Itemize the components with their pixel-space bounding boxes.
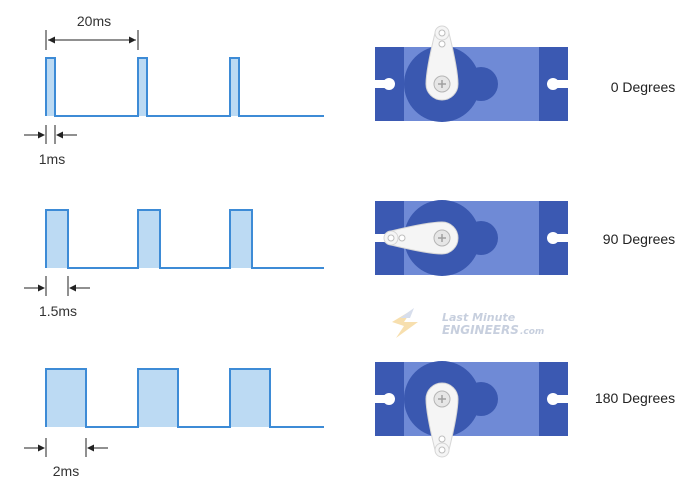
pulse-fill [230, 58, 239, 116]
waveform-1ms [45, 57, 324, 117]
position-label: 90 Degrees [603, 231, 675, 247]
watermark-suffix: .com [520, 327, 544, 337]
position-label: 0 Degrees [611, 79, 676, 95]
pulse-width-label: 1.5ms [39, 303, 77, 319]
pulse-fill [46, 369, 86, 427]
pulse-fill [230, 369, 270, 427]
servo-90-degrees: 90 Degrees [375, 200, 675, 276]
pwm-signal-line [45, 209, 324, 269]
pulse-width-label: 2ms [53, 463, 79, 479]
pulse-width-dimension-2ms: 2ms [24, 438, 108, 479]
watermark-line2: ENGINEERS [442, 323, 519, 337]
pulse-fill [138, 210, 160, 268]
watermark-line1: Last Minute [442, 311, 516, 324]
pwm-signal-line [45, 368, 324, 428]
pulse-width-dimension-1-5ms: 1.5ms [24, 276, 90, 319]
waveform-2ms [45, 368, 324, 428]
pulse-fill [138, 369, 178, 427]
pulse-fill [46, 58, 55, 116]
period-label: 20ms [77, 13, 111, 29]
pulse-fill [138, 58, 147, 116]
pulse-fill [46, 210, 68, 268]
servo-horn [425, 382, 459, 458]
servo-0-degrees: 0 Degrees [375, 25, 676, 122]
pulse-width-dimension-1ms: 1ms [24, 125, 77, 167]
position-label: 180 Degrees [595, 390, 675, 406]
servo-horn [383, 221, 459, 255]
servo-horn [425, 25, 459, 101]
servo-180-degrees: 180 Degrees [375, 361, 675, 458]
pwm-signal-line [45, 57, 324, 117]
watermark-logo: Last Minute ENGINEERS .com [392, 308, 544, 338]
waveform-1-5ms [45, 209, 324, 269]
pulse-width-label: 1ms [39, 151, 65, 167]
lightning-bolt-icon [392, 310, 418, 338]
pulse-fill [230, 210, 252, 268]
period-dimension: 20ms [45, 13, 139, 50]
